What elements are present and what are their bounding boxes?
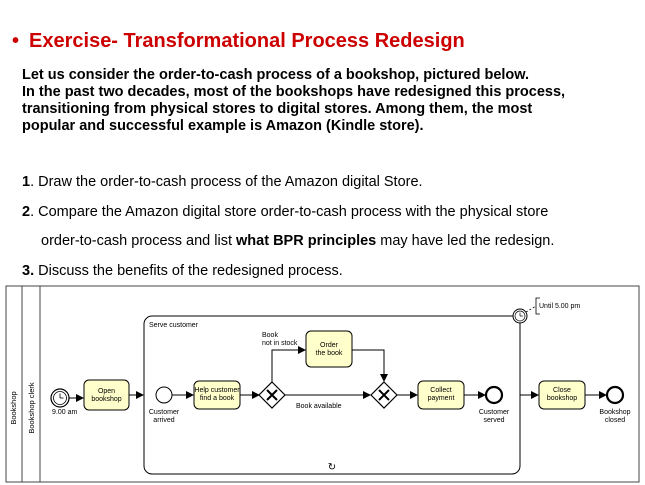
flow-not-in-stock <box>271 346 306 382</box>
task-1-text: . Draw the order-to-cash process of the … <box>30 174 423 190</box>
order-book-label-2: the book <box>316 350 343 357</box>
title-bullet: • <box>12 30 20 52</box>
close-bookshop-label-2: bookshop <box>547 395 577 402</box>
task-1: 1. Draw the order-to-cash process of the… <box>22 168 640 198</box>
start-timer-label: 9.00 am <box>52 409 77 416</box>
lane-label: Bookshop clerk <box>27 382 36 434</box>
loop-marker-icon: ↻ <box>328 462 336 473</box>
close-bookshop-label-1: Close <box>553 387 571 394</box>
timer-annotation-bracket <box>535 297 540 315</box>
xor-split-gateway <box>258 381 286 409</box>
collect-payment-label-2: payment <box>428 395 455 402</box>
customer-arrived-event <box>155 386 173 404</box>
until-label: Until 5.00 pm <box>539 303 580 310</box>
pool-frame <box>5 285 640 483</box>
intro-line-4: popular and successful example is Amazon… <box>22 118 424 134</box>
intro-line-2: In the past two decades, most of the boo… <box>22 84 566 100</box>
task-2-text: . Compare the Amazon digital store order… <box>30 203 549 220</box>
title-text: Exercise- Transformational Process Redes… <box>29 30 465 52</box>
book-not-in-stock-label-2: not in stock <box>262 340 298 347</box>
intro-paragraph: Let us consider the order-to-cash proces… <box>22 67 640 135</box>
task-2-cont-b: may have led the redesign. <box>376 233 555 249</box>
timer-annotation-link <box>525 305 537 313</box>
flow-order-to-merge <box>352 349 388 382</box>
task-3-text: Discuss the benefits of the redesigned p… <box>34 262 343 279</box>
bookshop-closed-event <box>605 385 625 405</box>
task-2-continuation: order-to-cash process and list what BPR … <box>22 227 640 257</box>
book-available-label: Book available <box>296 403 342 410</box>
start-timer-event <box>50 388 70 408</box>
book-not-in-stock-label-1: Book <box>262 332 278 339</box>
help-customer-label-2: find a book <box>200 395 235 402</box>
intro-line-1: Let us consider the order-to-cash proces… <box>22 67 530 83</box>
pool-label: Bookshop <box>9 391 18 424</box>
customer-served-label-1: Customer <box>479 409 510 416</box>
bookshop-closed-label-1: Bookshop <box>599 409 630 416</box>
open-bookshop-task <box>83 379 130 411</box>
customer-arrived-label-2: arrived <box>153 417 175 424</box>
customer-served-label-2: served <box>483 417 504 424</box>
bpmn-diagram: Bookshop Bookshop clerk 9.00 am Open boo… <box>5 285 640 483</box>
customer-arrived-label-1: Customer <box>149 409 180 416</box>
task-2: 2. Compare the Amazon digital store orde… <box>22 198 640 228</box>
task-list: 1. Draw the order-to-cash process of the… <box>22 168 640 286</box>
help-customer-label-1: Help customer <box>194 387 240 394</box>
slide-title: • Exercise- Transformational Process Rede… <box>12 30 465 53</box>
customer-served-event <box>484 385 504 405</box>
intro-line-3: transitioning from physical stores to di… <box>22 101 533 117</box>
serve-customer-label: Serve customer <box>149 322 199 329</box>
task-1-number: 1 <box>22 174 31 190</box>
open-bookshop-label-2: bookshop <box>91 396 121 403</box>
task-3: 3. Discuss the benefits of the redesigne… <box>22 257 640 287</box>
open-bookshop-label-1: Open <box>98 388 115 395</box>
task-2-cont-a: order-to-cash process and list <box>41 233 237 249</box>
boundary-timer-event <box>512 308 528 324</box>
task-2-number: 2 <box>22 203 31 220</box>
collect-payment-label-1: Collect <box>430 387 451 394</box>
bookshop-closed-label-2: closed <box>605 417 625 424</box>
task-2-bold-phrase: what BPR principles <box>236 233 377 249</box>
task-3-number: 3. <box>22 262 35 279</box>
xor-merge-gateway <box>370 381 398 409</box>
order-book-label-1: Order <box>320 342 339 349</box>
order-book-task <box>305 330 353 368</box>
